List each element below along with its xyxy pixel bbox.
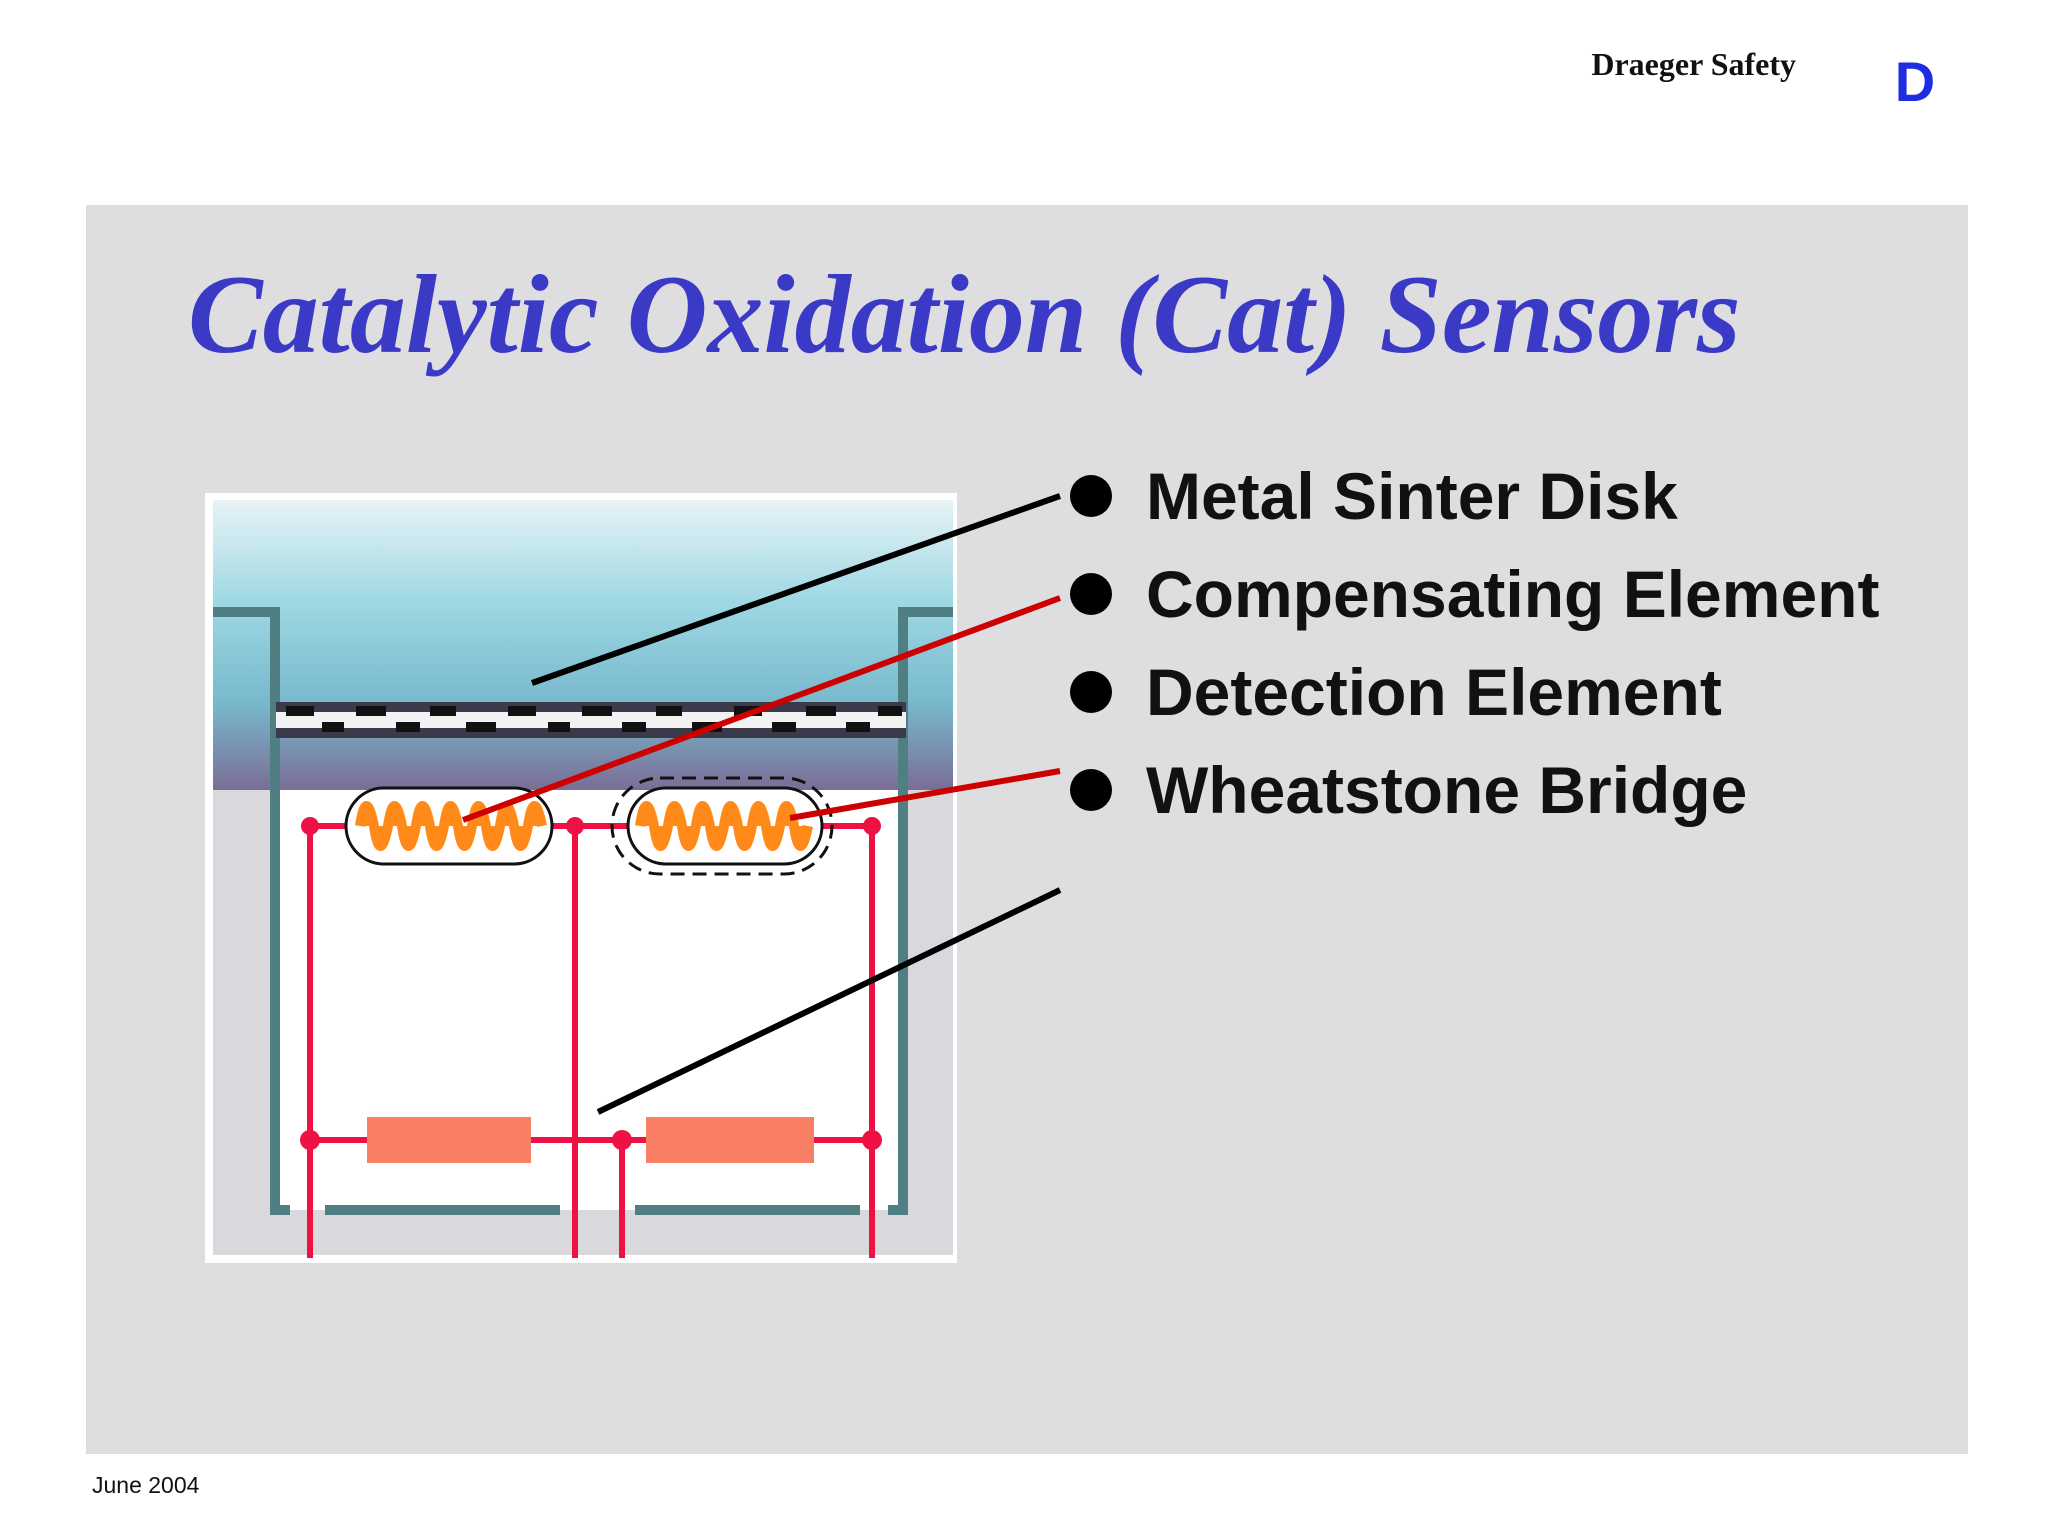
bullet-label: Metal Sinter Disk — [1146, 459, 1678, 533]
brand-logo: D — [1894, 50, 1936, 113]
bullet-list: Metal Sinter Disk Compensating Element D… — [1070, 455, 1890, 847]
sensor-housing-right — [888, 607, 953, 1215]
detection-element — [610, 776, 834, 876]
footer-date: June 2004 — [92, 1472, 200, 1498]
slide-title: Catalytic Oxidation (Cat) Sensors — [188, 253, 1741, 377]
bullet-wheatstone-bridge: Wheatstone Bridge — [1070, 749, 1890, 831]
bridge-resistor-right — [646, 1117, 814, 1163]
sensor-housing-left — [213, 607, 290, 1215]
leader-line-sinter-disk — [530, 493, 1062, 686]
gas-region — [213, 500, 953, 790]
bridge-resistor-left — [367, 1117, 531, 1163]
leader-line-detection — [789, 768, 1061, 821]
bullet-dot-icon — [1070, 573, 1112, 615]
bullet-label: Detection Element — [1146, 655, 1722, 729]
leader-line-wheatstone — [596, 887, 1062, 1115]
bullet-dot-icon — [1070, 475, 1112, 517]
bullet-dot-icon — [1070, 671, 1112, 713]
bullet-metal-sinter-disk: Metal Sinter Disk — [1070, 455, 1890, 537]
leader-line-compensating — [461, 595, 1062, 823]
metal-sinter-disk — [276, 702, 906, 738]
bullet-compensating-element: Compensating Element — [1070, 553, 1890, 635]
bullet-detection-element: Detection Element — [1070, 651, 1890, 733]
bullet-label: Compensating Element — [1146, 557, 1880, 631]
circuit-junctions — [300, 817, 882, 1150]
bullet-label: Wheatstone Bridge — [1146, 753, 1748, 827]
bullet-dot-icon — [1070, 769, 1112, 811]
brand-name: Draeger Safety — [1591, 46, 1796, 82]
